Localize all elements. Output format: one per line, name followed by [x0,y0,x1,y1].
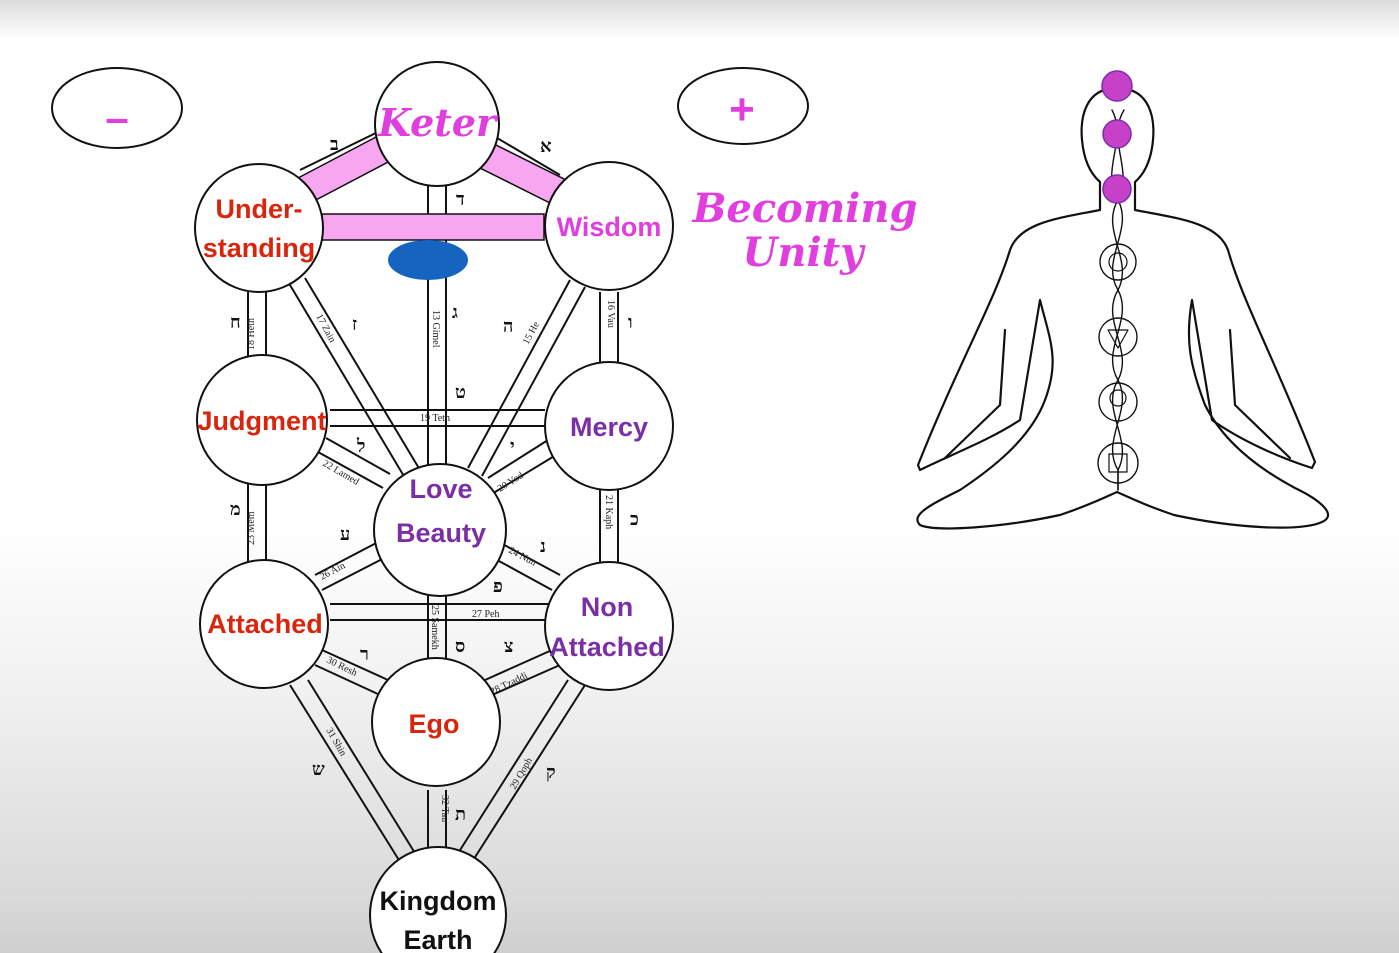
letter-teth: ט [455,382,466,403]
non-attached-label: Attached [549,632,665,662]
beauty-label: Beauty [396,518,486,548]
spine-helix-b [1112,109,1125,491]
letter-beth: ב [330,134,339,155]
letter-vau: ו [628,312,633,333]
understanding-label-line1: Under- [216,194,303,224]
mercy-circle [544,361,674,491]
letter-yod: י [510,436,515,457]
chakra-crown-dot [1101,70,1133,102]
caption-line2: Unity [743,229,867,276]
letter-zain: ז [352,314,357,335]
meditating-figure [916,86,1330,530]
leg-inner-line [943,328,1007,460]
sefirot [194,61,674,953]
chakra-dots [1101,70,1133,204]
attached-label: Attached [207,609,323,639]
love-label: Love [409,474,472,504]
understanding-label-line2: standing [203,233,316,263]
chakra-third-eye-dot [1102,119,1132,149]
path-label-19: 19 Teth [420,413,450,424]
hebrew-letters: ב א ד ח ז ג ה ו ט ל י מ כ ע נ פ ס ר צ ש … [230,134,639,825]
letter-ain: ע [340,524,350,545]
path-label-32: 32 Tau [439,795,450,822]
ego-label: Ego [409,709,460,739]
figure-outline [916,86,1330,530]
path-label-13: 13 Gimel [430,310,441,348]
chakra-solar-icon [1098,317,1138,357]
letter-kaph: כ [630,509,639,530]
letter-tzaddi: צ [504,636,513,657]
minus-symbol: – [105,94,128,141]
wisdom-label: Wisdom [557,212,662,242]
chakra-throat-dot [1102,174,1132,204]
letter-aleph: א [540,136,552,157]
judgment-circle [196,354,328,486]
letter-shin: ש [312,759,325,780]
kingdom-circle [369,846,507,953]
letter-peh: פ [493,576,503,597]
letter-gimel: ג [452,302,458,323]
path-label-21: 21 Kaph [603,495,614,529]
minus-oval: – [51,67,183,149]
earth-label: Earth [403,925,472,953]
plus-symbol: + [729,85,755,134]
highlight-bar-horizontal [321,213,545,241]
path-label-25: 25 Samekh [429,605,440,650]
letter-lamed: ל [356,436,365,457]
judgment-label: Judgment [197,406,326,436]
path-label-20: 20 Yod [496,470,526,494]
path-label-23: 23 Mem [246,511,257,545]
letter-qoph: ק [546,762,556,783]
understanding-circle [194,163,324,293]
caption-line1: Becoming [692,185,918,232]
path-label-27: 27 Peh [472,609,500,620]
tree-paths [247,129,619,866]
letter-samekh: ס [455,636,465,657]
path-label-31: 31 Shin [323,726,348,758]
keter-circle [374,61,500,187]
wisdom-circle [544,161,674,291]
non-label: Non [581,592,633,622]
path-label-18: 18 Heth [246,318,257,350]
chakra-sacral-icon [1098,382,1138,422]
letter-daleth: ד [456,189,465,210]
love-beauty-circle [373,463,507,597]
non-attached-circle [544,561,674,691]
daat-oval [388,240,468,280]
path-label-16: 16 Vau [605,300,616,328]
path-label-15: 15 He [521,319,542,346]
chakra-root-icon [1097,442,1139,484]
attached-circle [199,559,329,689]
path-label-24: 24 Nun [507,545,538,569]
letter-heth: ח [230,312,241,333]
letter-tau: ת [455,804,466,825]
ego-circle [371,657,501,787]
chakra-heart-icon [1099,243,1137,281]
letter-resh: ר [360,644,369,665]
path-label-28: 28 Tzaddi [488,670,529,698]
letter-he: ה [503,316,513,337]
plus-oval: + [677,67,809,145]
letter-mem: מ [230,499,241,520]
mercy-label: Mercy [570,412,648,442]
letter-nun: נ [540,536,546,557]
keter-label: Keter [377,100,499,145]
kingdom-label: Kingdom [380,886,497,916]
leg-inner-line-right [1228,328,1292,460]
